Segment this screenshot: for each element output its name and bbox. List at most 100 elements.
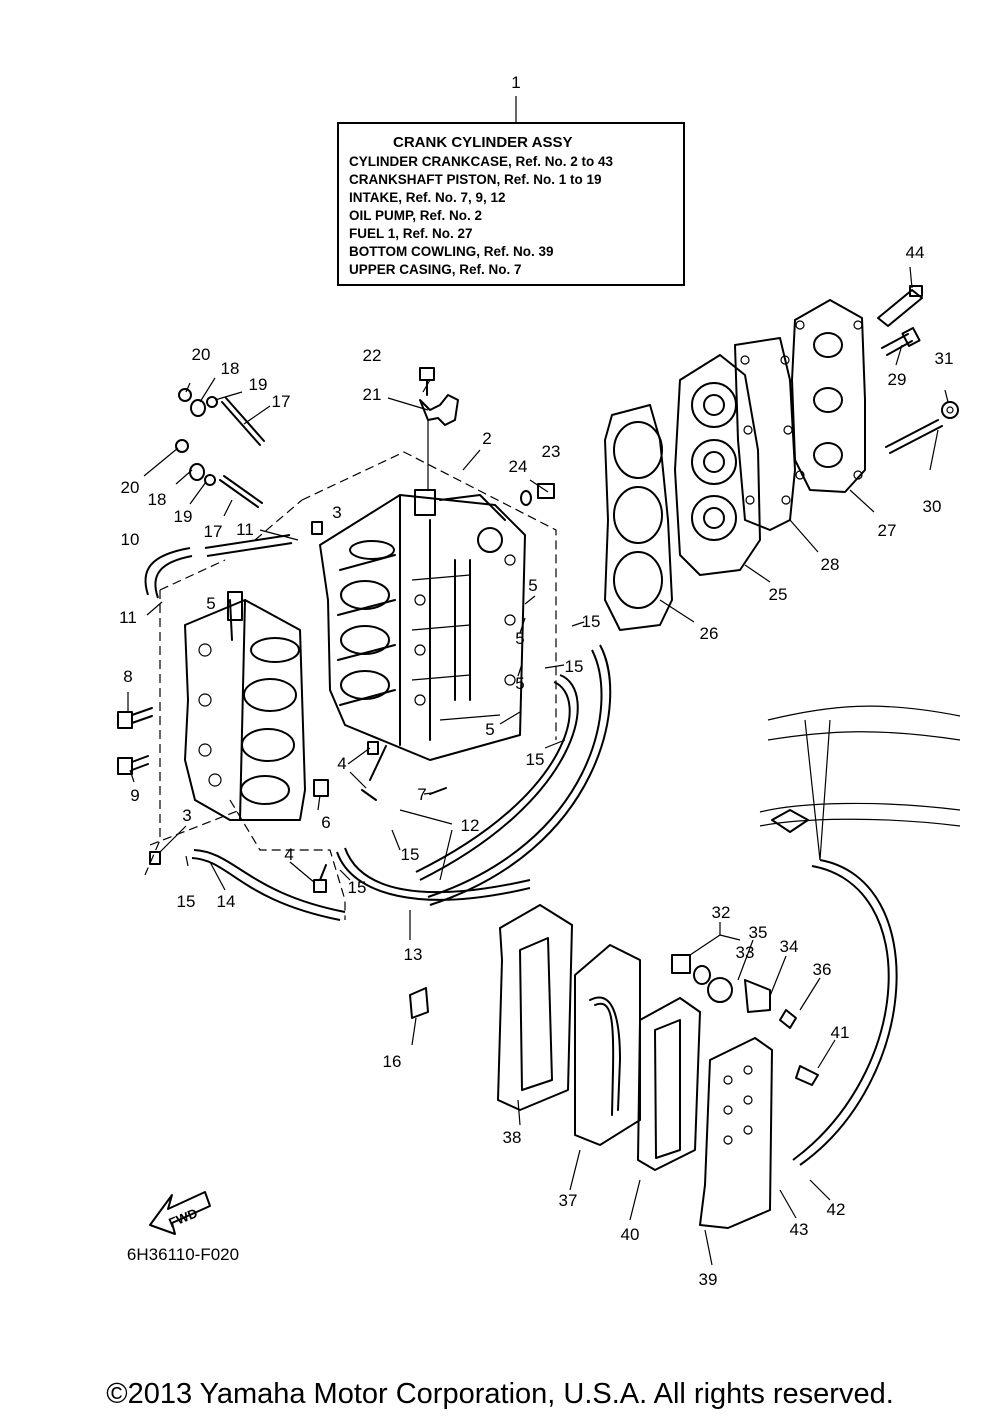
cylinder-block <box>319 489 526 761</box>
hose-15-mid <box>415 674 579 881</box>
clip-16 <box>409 987 429 1019</box>
callout-label: 11 <box>236 520 254 539</box>
callout-label: 3 <box>332 503 341 522</box>
callout-label: 12 <box>461 816 480 835</box>
callout-label: 41 <box>831 1023 850 1042</box>
callout-label: 5 <box>485 720 494 739</box>
callout-label: 15 <box>526 750 545 769</box>
fitting-3 <box>149 521 323 865</box>
fitting-32-35 <box>671 954 819 1086</box>
callout-label: 28 <box>821 555 840 574</box>
head-cover <box>791 299 866 493</box>
callout-label: 24 <box>509 457 528 476</box>
callout-label: 10 <box>121 530 140 549</box>
info-box-line: INTAKE, Ref. No. 7, 9, 12 <box>349 190 506 205</box>
callout-label: 17 <box>272 392 291 411</box>
cylinder-gasket <box>604 404 673 631</box>
forward-arrow: FWD <box>149 1191 211 1235</box>
copyright-footer: ©2013 Yamaha Motor Corporation, U.S.A. A… <box>106 1378 894 1410</box>
info-box-line: BOTTOM COWLING, Ref. No. 39 <box>349 244 554 259</box>
callout-label: 18 <box>221 359 240 378</box>
callout-label: 26 <box>700 624 719 643</box>
callout-label: 4 <box>284 845 293 864</box>
callout-label: 27 <box>878 521 897 540</box>
callout-label: 4 <box>337 754 346 773</box>
info-box-line: CRANKSHAFT PISTON, Ref. No. 1 to 19 <box>349 172 602 187</box>
hose-14 <box>191 849 346 921</box>
info-box: CRANK CYLINDER ASSY CYLINDER CRANKCASE, … <box>337 96 685 286</box>
hose-10 <box>144 547 193 599</box>
callout-label: 9 <box>130 786 139 805</box>
exhaust-gasket-40 <box>637 997 701 1171</box>
callout-label: 15 <box>348 878 367 897</box>
reed-plate-37 <box>574 944 641 1146</box>
bottom-cowling-outline <box>759 705 961 861</box>
info-box-line: UPPER CASING, Ref. No. 7 <box>349 262 522 277</box>
callout-label: 22 <box>363 346 382 365</box>
callout-label: 21 <box>363 385 382 404</box>
fitting-4-upper <box>361 741 387 801</box>
callout-label: 15 <box>582 612 601 631</box>
callout-label: 38 <box>503 1128 522 1147</box>
bolt-29 <box>881 327 921 356</box>
callout-label: 5 <box>206 594 215 613</box>
callout-label: 15 <box>401 845 420 864</box>
thermo-sensor <box>877 285 923 327</box>
callout-label: 37 <box>559 1191 578 1210</box>
callout-label: 3 <box>182 806 191 825</box>
callout-label: 39 <box>699 1270 718 1289</box>
exhaust-cover-39 <box>699 1037 773 1229</box>
callout-label: 36 <box>813 960 832 979</box>
fitting-4-lower <box>313 864 327 893</box>
callout-label: 11 <box>119 608 137 627</box>
hose-15-long <box>427 644 612 906</box>
callout-label: 43 <box>790 1220 809 1239</box>
callout-label: 5 <box>515 629 524 648</box>
callout-label: 30 <box>923 497 942 516</box>
callout-label: 6 <box>321 813 330 832</box>
callout-label: 20 <box>192 345 211 364</box>
bolt-22 <box>419 367 435 396</box>
info-box-line: FUEL 1, Ref. No. 27 <box>349 226 473 241</box>
callout-label: 31 <box>935 349 954 368</box>
callout-label: 19 <box>249 375 268 394</box>
hose-42 <box>792 859 898 1166</box>
bolt-set-lower <box>175 439 263 508</box>
exhaust-gasket-38 <box>497 904 573 1111</box>
callout-label: 42 <box>827 1200 846 1219</box>
callout-label: 35 <box>749 923 768 942</box>
assembly-frames <box>144 451 557 920</box>
cylinder-head <box>674 354 761 576</box>
callout-label: 18 <box>148 490 167 509</box>
callout-label: 17 <box>204 522 223 541</box>
plug-23 <box>537 483 555 499</box>
bolt-8 <box>117 707 153 729</box>
callout-label: 23 <box>542 442 561 461</box>
info-box-title: CRANK CYLINDER ASSY <box>393 134 572 151</box>
callout-label: 5 <box>528 576 537 595</box>
callout-label: 25 <box>769 585 788 604</box>
callout-labels: 1 44 22 20 18 19 17 21 2 31 29 24 23 30 … <box>119 73 953 1289</box>
info-box-line: CYLINDER CRANKCASE, Ref. No. 2 to 43 <box>349 154 614 169</box>
callout-label: 20 <box>121 478 140 497</box>
bolt-9 <box>117 755 149 775</box>
info-box-line: OIL PUMP, Ref. No. 2 <box>349 208 482 223</box>
callout-label: 33 <box>736 943 755 962</box>
leader-lines <box>127 266 949 1266</box>
hose-upper <box>204 534 293 557</box>
callout-label: 7 <box>417 785 426 804</box>
hose-13 <box>336 847 531 901</box>
info-box-frame <box>337 122 685 286</box>
callout-label: 16 <box>383 1052 402 1071</box>
pin-7 <box>429 787 447 795</box>
fwd-label: FWD <box>167 1205 200 1230</box>
callout-label: 14 <box>217 892 236 911</box>
callout-label: 5 <box>515 674 524 693</box>
crankcase-half <box>184 591 306 821</box>
callout-label: 2 <box>482 429 491 448</box>
bolt-set-upper <box>178 388 265 446</box>
fitting-6 <box>313 779 329 797</box>
stud-bolt-30 <box>885 419 943 454</box>
callout-label: 32 <box>712 903 731 922</box>
